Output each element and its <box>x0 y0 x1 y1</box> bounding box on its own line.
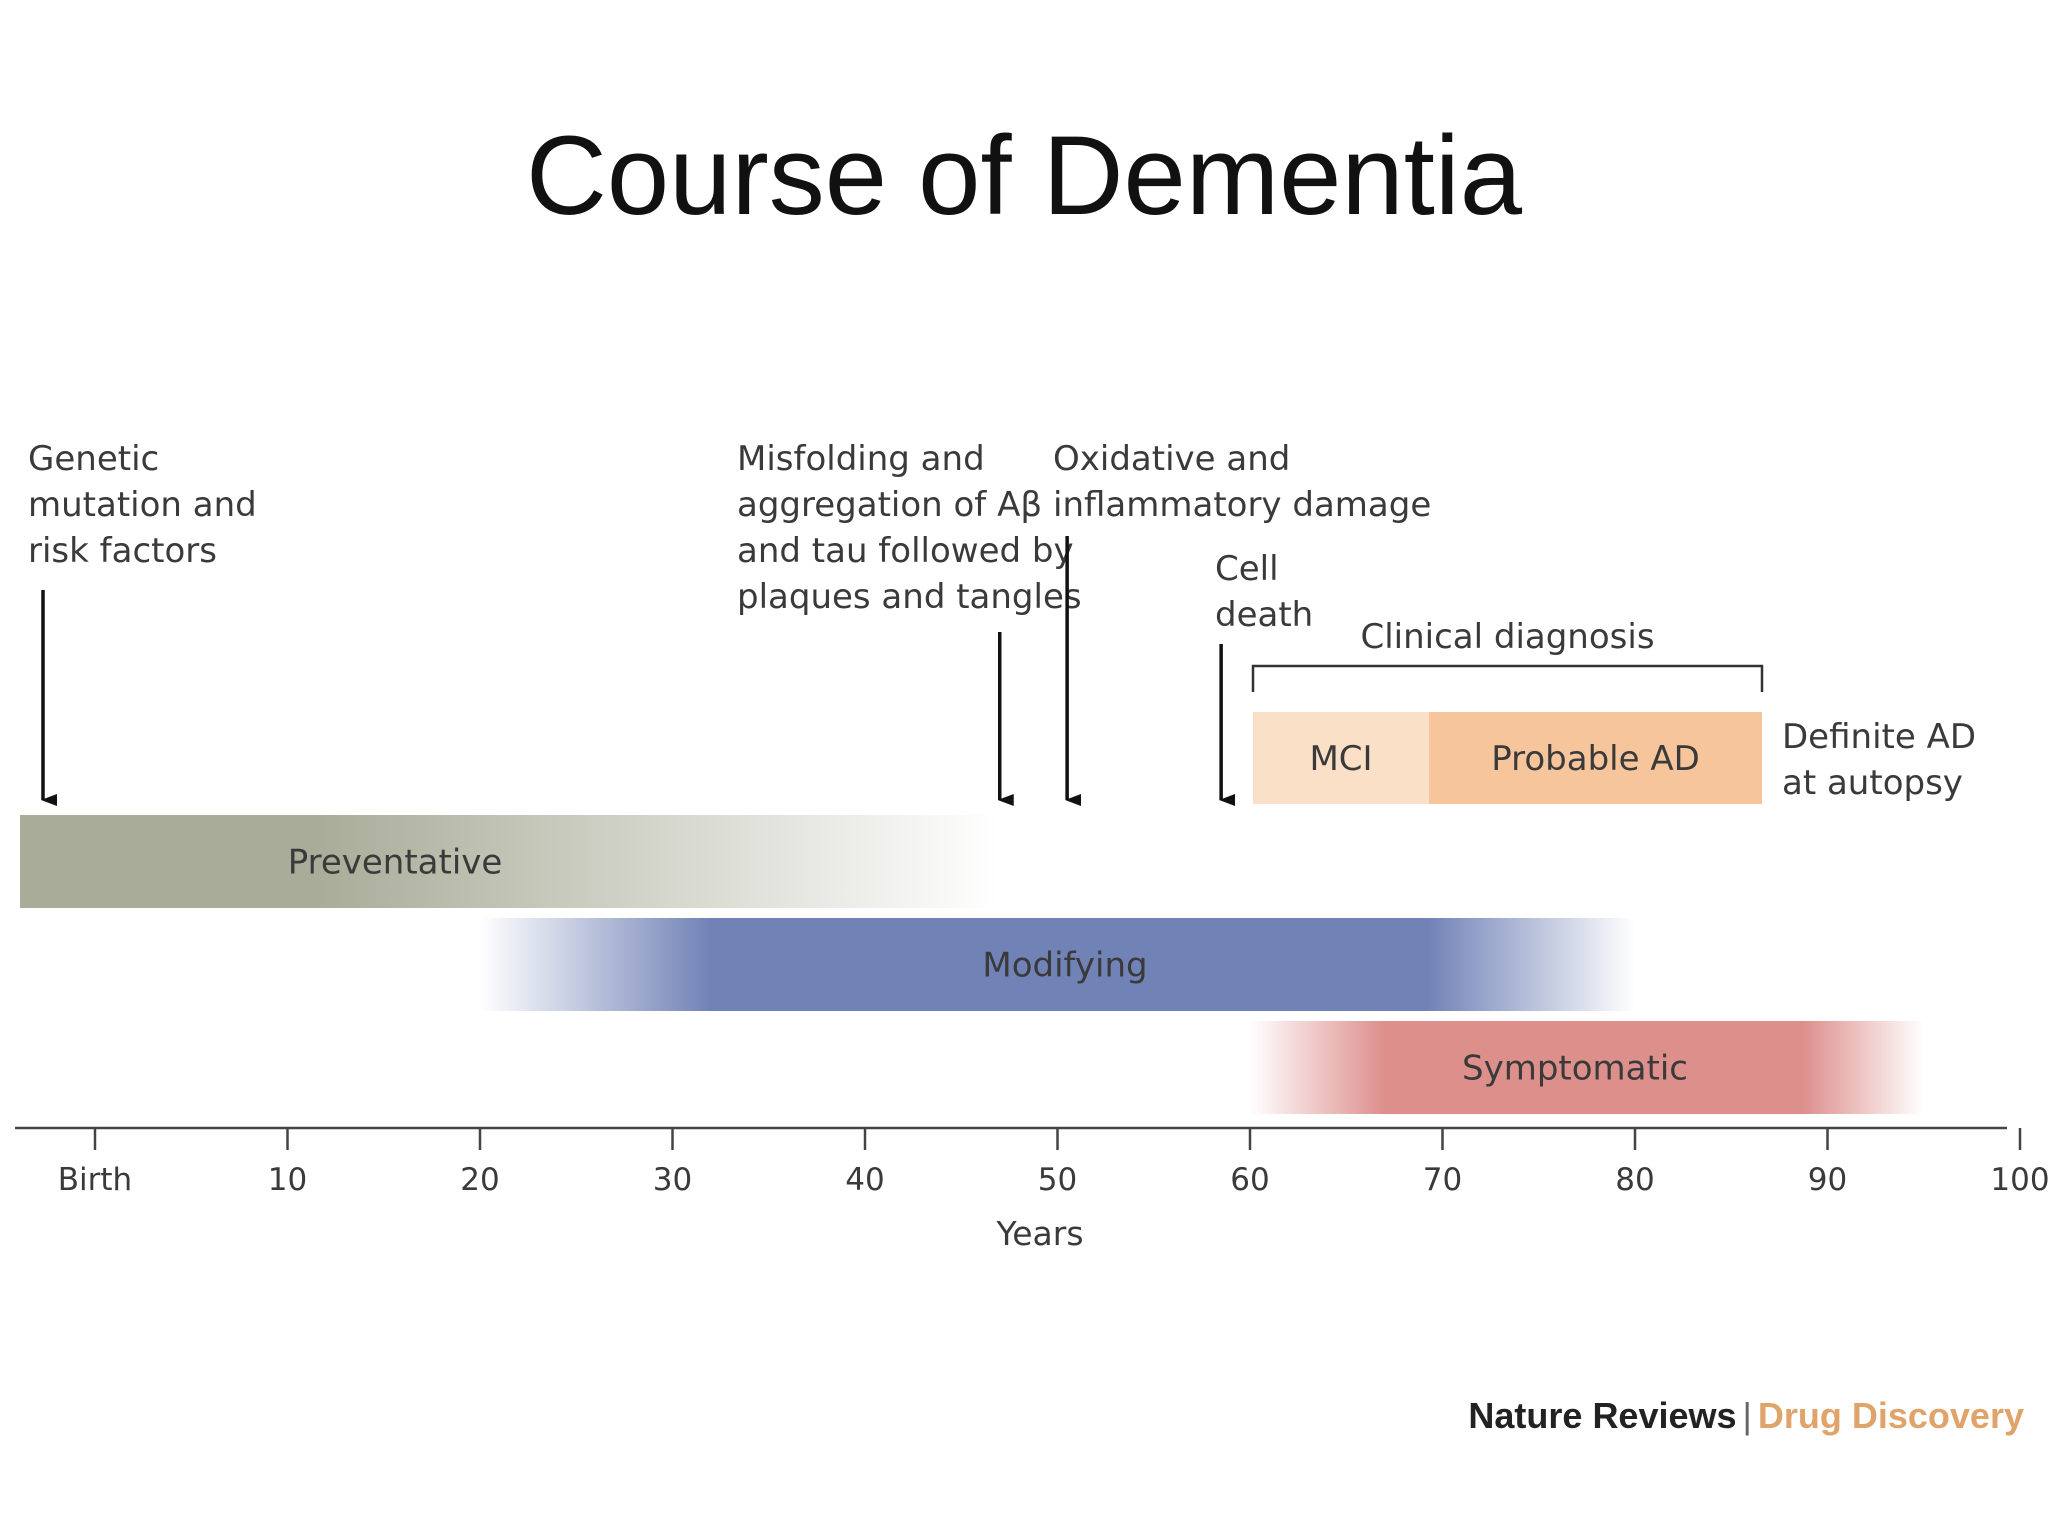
axis-tick-label: 70 <box>1423 1162 1462 1198</box>
page-title: Course of Dementia <box>525 113 1523 238</box>
treatment-label-modifying: Modifying <box>982 946 1147 986</box>
axis-tick-label: 90 <box>1808 1162 1847 1198</box>
credit-journal: Nature Reviews <box>1468 1395 1737 1436</box>
axis-tick-label: 30 <box>653 1162 692 1198</box>
treatment-bar-modifying <box>480 918 1635 1011</box>
axis-tick-label: 20 <box>460 1162 499 1198</box>
treatment-bar-preventative <box>20 815 1000 908</box>
axis-tick-label: 40 <box>845 1162 884 1198</box>
treatment-label-symptomatic: Symptomatic <box>1462 1049 1688 1089</box>
axis-tick-label: 60 <box>1230 1162 1269 1198</box>
credit-separator: | <box>1742 1395 1752 1436</box>
axis-tick-label: Birth <box>58 1162 132 1198</box>
treatment-bar-symptomatic <box>1250 1021 1924 1114</box>
axis-tick-label: 50 <box>1038 1162 1077 1198</box>
axis-tick-label: 10 <box>268 1162 307 1198</box>
stage-box-1 <box>1253 712 1429 804</box>
stage-label-2: Probable AD <box>1491 739 1700 779</box>
clinical-diagnosis-label: Clinical diagnosis <box>1360 617 1654 657</box>
source-credit: Nature Reviews|Drug Discovery <box>1468 1395 2024 1437</box>
stage-box-2 <box>1429 712 1762 804</box>
clinical-bracket <box>1251 664 1764 692</box>
credit-section: Drug Discovery <box>1757 1395 2024 1436</box>
treatment-label-preventative: Preventative <box>288 843 503 883</box>
axis-title: Years <box>995 1214 1083 1253</box>
axis-tick-label: 100 <box>1990 1162 2048 1198</box>
stage-label-1: MCI <box>1309 739 1372 779</box>
axis-tick-label: 80 <box>1615 1162 1654 1198</box>
